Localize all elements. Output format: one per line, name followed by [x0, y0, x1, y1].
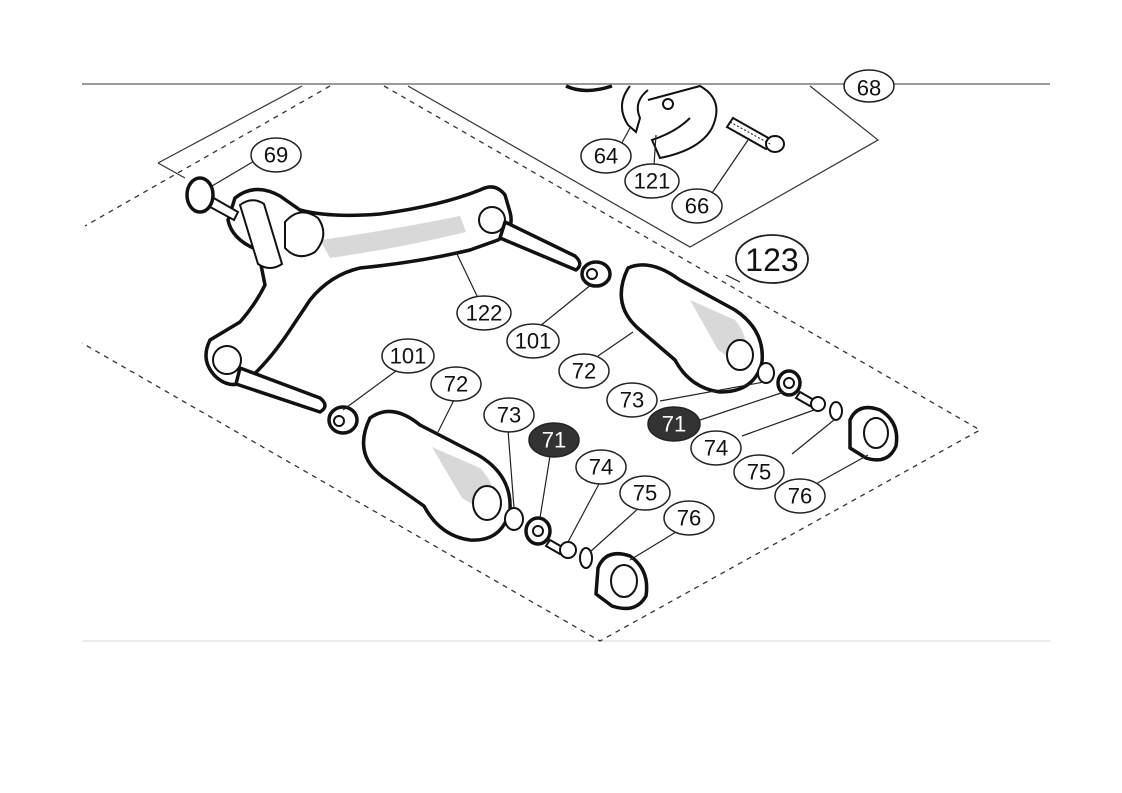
callout-69: 69 [250, 137, 302, 173]
knob-72-lower [361, 409, 512, 542]
callout-66-label: 66 [685, 194, 709, 219]
callout-101-lower-label: 101 [390, 344, 427, 369]
callout-64: 64 [580, 138, 632, 174]
callout-72-upper: 72 [558, 353, 610, 389]
callout-121-label: 121 [634, 169, 671, 194]
callout-72-lower: 72 [430, 366, 482, 402]
lower-knob-hardware [504, 507, 649, 611]
callout-74-lower-label: 74 [589, 455, 613, 480]
callout-123-label: 123 [745, 242, 798, 278]
callout-101-upper-label: 101 [515, 329, 552, 354]
bushing-101-lower [327, 405, 359, 435]
callout-76-lower-label: 76 [677, 506, 701, 531]
callout-75-upper: 75 [733, 454, 785, 490]
callout-76-lower: 76 [663, 500, 715, 536]
callout-122-label: 122 [466, 301, 503, 326]
upper-assembly-box [157, 85, 880, 248]
knob-72-upper [619, 263, 765, 394]
callout-71-lower: 71 [528, 422, 580, 458]
handle-arm [185, 176, 582, 414]
callout-73-upper-label: 73 [620, 388, 644, 413]
callout-75-lower-label: 75 [633, 481, 657, 506]
handle-assembly-box [81, 85, 982, 642]
callout-68-label: 68 [857, 76, 881, 101]
callout-123: 123 [735, 234, 809, 284]
callout-74-lower: 74 [575, 449, 627, 485]
callout-71-upper: 71 [647, 406, 701, 442]
callout-74-upper: 74 [690, 430, 742, 466]
callout-72-upper-label: 72 [572, 359, 596, 384]
callout-76-upper-label: 76 [788, 484, 812, 509]
callout-71-upper-label: 71 [662, 412, 686, 437]
callout-73-lower: 73 [483, 397, 535, 433]
callout-73-upper: 73 [606, 382, 658, 418]
callout-74-upper-label: 74 [704, 436, 728, 461]
callout-76-upper: 76 [774, 478, 826, 514]
callout-71-lower-label: 71 [542, 428, 566, 453]
upper-knob-hardware [757, 362, 899, 462]
callout-75-lower: 75 [619, 475, 671, 511]
callout-122: 122 [456, 295, 512, 331]
upper-partial-parts [565, 84, 785, 160]
callout-69-label: 69 [264, 143, 288, 168]
callout-73-lower-label: 73 [497, 403, 521, 428]
callout-101-lower: 101 [381, 338, 435, 374]
screw-66 [725, 116, 785, 153]
callout-64-label: 64 [594, 144, 618, 169]
callout-68: 68 [843, 69, 895, 103]
callout-66: 66 [671, 188, 723, 224]
callout-121: 121 [624, 163, 680, 199]
callout-101-upper: 101 [506, 323, 560, 359]
bushing-101-upper [580, 260, 612, 288]
callout-75-upper-label: 75 [747, 460, 771, 485]
callout-72-lower-label: 72 [444, 372, 468, 397]
leader-lines [211, 127, 869, 561]
